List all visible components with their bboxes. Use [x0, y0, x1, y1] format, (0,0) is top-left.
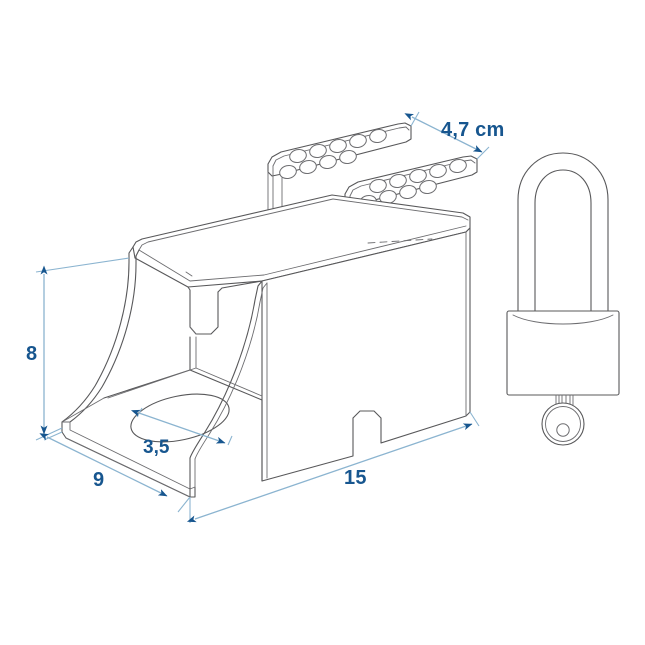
padlock-shackle [517, 152, 609, 316]
bracket-top-deck [132, 194, 471, 288]
bracket-front-wing [189, 280, 268, 498]
dimension-slot: 3,5 [130, 407, 233, 458]
fold-line [367, 238, 433, 244]
bracket-base-edge [61, 397, 105, 423]
padlock-body [506, 310, 620, 396]
dimension-label-slot: 3,5 [143, 437, 170, 458]
bracket-inner-shelf [103, 280, 263, 482]
bend-mark-1 [185, 271, 193, 277]
rear-hasp-plate [267, 122, 412, 226]
dimension-label-height: 8 [26, 343, 37, 365]
dimension-width: 15 [186, 411, 480, 523]
key-bow-hole [556, 423, 570, 437]
padlock-key [541, 394, 585, 446]
padlock [506, 152, 620, 446]
dimension-depth-top: 4,7 cm [404, 111, 504, 160]
dimension-label-depth-top: 4,7 cm [441, 119, 504, 141]
dimension-label-depth: 9 [93, 469, 104, 491]
dimension-label-width: 15 [344, 467, 367, 489]
bracket-left-wing [61, 246, 196, 498]
bracket-assembly [61, 122, 478, 498]
